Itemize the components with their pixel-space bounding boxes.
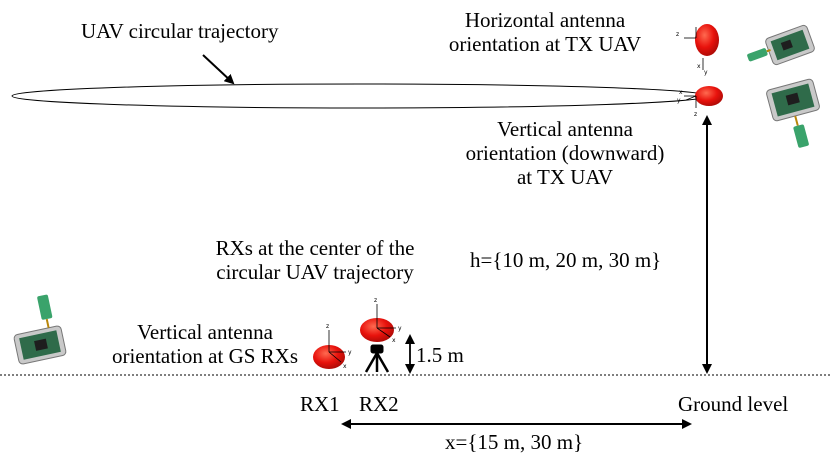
horizontal-antenna-label: Horizontal antenna orientation at TX UAV: [415, 8, 675, 56]
radiation-pattern-icon: [313, 345, 345, 369]
axis-y-label: y: [398, 325, 402, 332]
radiation-pattern-icon: [695, 24, 719, 56]
axis-y-label: y: [348, 349, 352, 356]
horizontal-antenna-label-line2: orientation at TX UAV: [448, 32, 642, 56]
axis-z-label: z: [676, 31, 679, 38]
radio-device-icon: [13, 294, 67, 365]
vertical-tx-antenna-label-line2: orientation (downward): [465, 141, 665, 165]
axis-z-label: z: [694, 111, 697, 118]
trajectory-label: UAV circular trajectory: [81, 19, 279, 43]
rx2-pattern: z y x: [360, 297, 402, 344]
axis-z-label: z: [326, 323, 329, 330]
trajectory-pointer-arrow: [202, 54, 235, 85]
axis-x-label: x: [697, 63, 701, 70]
height-label: h={10 m, 20 m, 30 m}: [470, 248, 662, 272]
tripod-icon: [364, 344, 390, 373]
uav-trajectory-ellipse: [11, 83, 709, 109]
distance-label: x={15 m, 30 m}: [445, 430, 584, 454]
radiation-pattern-icon: [360, 318, 394, 342]
rx-center-label-line1: RXs at the center of the: [215, 236, 415, 260]
vertical-tx-antenna-label-line1: Vertical antenna: [497, 117, 633, 141]
rx1-pattern: z y x: [313, 323, 352, 370]
axis-x-label: x: [392, 337, 396, 344]
tx-vertical-pattern: x y z: [677, 86, 723, 118]
vertical-tx-antenna-label: Vertical antenna orientation (downward) …: [445, 117, 685, 189]
axis-x-label: x: [679, 89, 683, 96]
vertical-tx-antenna-label-line3: at TX UAV: [516, 165, 614, 189]
gs-antenna-label: Vertical antenna orientation at GS RXs: [95, 320, 315, 368]
radio-device-icon: [747, 24, 815, 66]
rx-center-label-line2: circular UAV trajectory: [216, 260, 414, 284]
radiation-pattern-icon: [695, 86, 723, 106]
radio-device-icon: [766, 78, 820, 148]
horizontal-antenna-label-line1: Horizontal antenna: [464, 8, 626, 32]
gs-antenna-label-line1: Vertical antenna: [137, 320, 273, 344]
axis-y-label: y: [677, 97, 681, 104]
rx-center-label: RXs at the center of the circular UAV tr…: [185, 236, 445, 284]
axis-z-label: z: [374, 297, 377, 304]
axis-y-label: y: [704, 69, 708, 76]
axis-x-label: x: [343, 363, 347, 370]
ground-level-label: Ground level: [678, 392, 789, 416]
rx1-label: RX1: [300, 392, 340, 416]
rx-height-label: 1.5 m: [416, 343, 464, 367]
gs-antenna-label-line2: orientation at GS RXs: [111, 344, 299, 368]
rx2-label: RX2: [359, 392, 399, 416]
tx-horizontal-pattern: z x y: [676, 24, 719, 76]
